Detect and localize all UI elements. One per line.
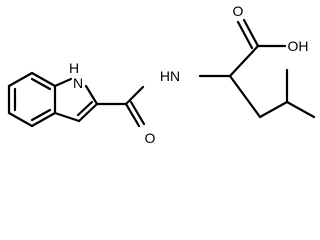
bonds (7, 18, 316, 128)
bond (258, 100, 289, 119)
atom-label-o: O (233, 3, 244, 19)
bond (7, 111, 34, 128)
structure-diagram: H N HN O O OH (7, 3, 316, 146)
bond-double (236, 20, 254, 50)
bond (7, 71, 34, 88)
bond (30, 111, 57, 128)
bond-double (76, 100, 94, 117)
bond (84, 84, 99, 106)
atom-label-nh: HN (160, 68, 180, 84)
bond (53, 77, 73, 88)
atom-label-oh: OH (288, 38, 309, 54)
bond-double (30, 108, 52, 122)
bond-double (124, 102, 141, 128)
bond (124, 85, 145, 106)
bond (228, 74, 262, 119)
bond (53, 111, 81, 123)
bond-double (242, 18, 260, 48)
atom-label-o: O (145, 130, 156, 146)
atom-label-h: H (69, 60, 79, 76)
bond (30, 71, 57, 88)
atom-labels: H N HN O O OH (69, 3, 309, 146)
bond-double (129, 100, 146, 126)
atom-label-n: N (73, 75, 83, 91)
bond (77, 102, 99, 123)
bond (285, 100, 316, 119)
bond (228, 44, 260, 78)
bond-double (30, 77, 52, 91)
